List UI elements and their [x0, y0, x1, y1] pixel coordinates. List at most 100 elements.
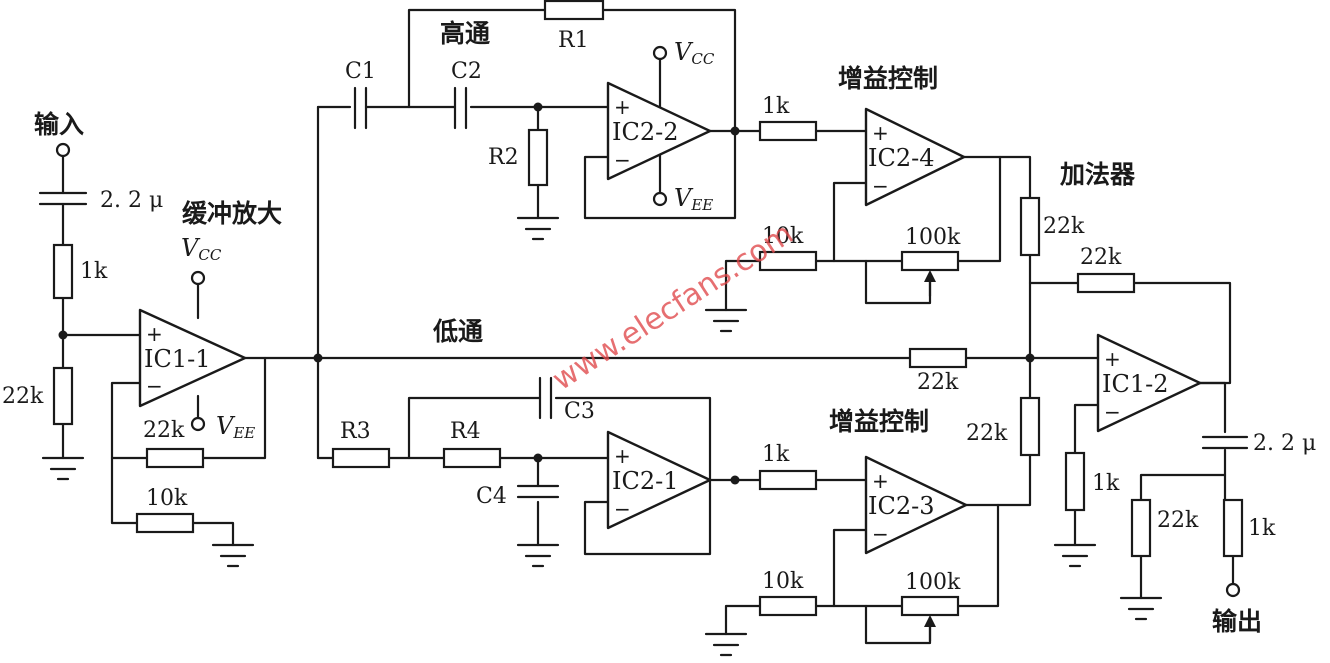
vee-label: VEE — [216, 412, 255, 442]
resistor-r2 — [527, 128, 549, 187]
capacitor-c4 — [516, 484, 560, 499]
component-label: 22k — [2, 384, 44, 409]
junction-dots — [58, 102, 1035, 485]
vcc-label: VCC — [181, 234, 222, 264]
output-terminal — [1225, 582, 1241, 598]
opamp-ic2-2: + − IC2-2 — [606, 81, 712, 181]
opamp-label: IC1-1 — [144, 345, 211, 373]
resistor-input-series — [52, 243, 74, 300]
opamp-label: IC2-4 — [868, 144, 935, 172]
junction-dot — [730, 126, 740, 136]
component-label: 1k — [762, 442, 790, 467]
component-label: 10k — [762, 569, 804, 594]
junction-dot — [533, 102, 543, 112]
resistor-input-shunt — [52, 366, 74, 426]
component-label: 22k — [1043, 214, 1085, 239]
capacitor-c2 — [453, 86, 468, 130]
resistor-gain-bottom-ground — [758, 595, 818, 617]
resistor-load-b — [1222, 498, 1244, 558]
resistor-output-ground — [1064, 451, 1086, 512]
component-label: 1k — [1092, 471, 1120, 496]
ground-symbol — [1053, 543, 1097, 568]
junction-dot — [1025, 353, 1035, 363]
component-label: C3 — [564, 399, 595, 424]
resistor-r3 — [331, 447, 391, 469]
resistor-r1 — [543, 0, 605, 21]
capacitors — [38, 86, 1249, 499]
resistor-buffer-feedback — [145, 447, 205, 469]
opamp-label: IC1-2 — [1102, 370, 1169, 398]
opamp-ic2-4: + − IC2-4 — [864, 107, 966, 207]
component-label: 1k — [80, 259, 108, 284]
adder-label: 加法器 — [1059, 160, 1136, 189]
component-label: 22k — [917, 370, 959, 395]
component-label: 10k — [146, 486, 188, 511]
opamp-ic2-3: + − IC2-3 — [864, 455, 968, 555]
ground-symbol — [516, 216, 560, 241]
junction-dot — [313, 353, 323, 363]
ground-symbol — [211, 543, 255, 568]
resistor-gain-bottom-input — [758, 469, 818, 491]
component-label: 100k — [905, 225, 961, 250]
vee-terminal — [190, 416, 206, 432]
potentiometer-bottom — [900, 595, 960, 643]
component-label: 10k — [762, 224, 804, 249]
resistor-sum-bottom — [1019, 396, 1041, 457]
input-terminal — [55, 142, 71, 158]
terminals — [55, 45, 1241, 598]
output-label: 输出 — [1212, 607, 1262, 636]
component-label: R4 — [450, 419, 481, 444]
resistor-buffer-ground — [135, 512, 195, 534]
component-label: 22k — [1080, 245, 1122, 270]
component-label: 100k — [905, 570, 961, 595]
component-label: R3 — [340, 419, 371, 444]
component-label: 22k — [966, 421, 1008, 446]
low-pass-label: 低通 — [432, 317, 483, 346]
vcc-label: VCC — [674, 38, 715, 68]
ground-symbol — [704, 632, 748, 657]
component-labels: 2. 2 μ 1k 22k 22k 10k C1 C2 R1 R2 1k 10k… — [2, 28, 1316, 595]
capacitor-c1 — [353, 86, 368, 130]
svg-text:+: + — [614, 444, 631, 468]
opamp-label: IC2-1 — [612, 467, 679, 495]
gain-control-label: 增益控制 — [829, 407, 929, 436]
svg-text:−: − — [614, 148, 631, 172]
opamp-ic1-2: + − IC1-2 — [1096, 333, 1202, 433]
gain-control-label: 增益控制 — [838, 64, 938, 93]
capacitor-c3 — [538, 376, 553, 420]
ground-symbol — [1119, 596, 1163, 621]
ground-symbol — [704, 308, 748, 333]
svg-text:−: − — [1104, 400, 1121, 424]
resistor-sum-lowpass — [908, 347, 968, 369]
capacitor-output — [1201, 435, 1249, 450]
svg-text:−: − — [872, 174, 889, 198]
vcc-terminal — [190, 270, 206, 286]
opamp-ic1-1: + − IC1-1 — [138, 308, 247, 408]
component-label: 2. 2 μ — [100, 188, 163, 213]
component-label: 22k — [1157, 508, 1199, 533]
high-pass-label: 高通 — [440, 19, 490, 48]
junction-dot — [533, 453, 543, 463]
svg-text:−: − — [872, 522, 889, 546]
component-label: 22k — [143, 418, 185, 443]
resistor-load-a — [1130, 498, 1152, 558]
svg-text:+: + — [614, 95, 631, 119]
ground-symbol — [41, 456, 85, 481]
svg-text:−: − — [146, 374, 163, 398]
opamp-ic2-1: + − IC2-1 — [606, 430, 712, 530]
svg-text:+: + — [1104, 347, 1121, 371]
vcc-terminal — [652, 45, 668, 61]
component-label: C1 — [345, 59, 376, 84]
svg-text:+: + — [872, 121, 889, 145]
resistor-r4 — [442, 447, 502, 469]
component-label: 2. 2 μ — [1253, 431, 1316, 456]
ground-symbols — [41, 216, 1163, 657]
component-label: R1 — [558, 28, 589, 53]
opamp-label: IC2-3 — [868, 492, 935, 520]
component-label: 1k — [1248, 516, 1276, 541]
vee-terminal — [652, 191, 668, 207]
section-labels: 输入 输出 缓冲放大 高通 低通 增益控制 增益控制 加法器 — [34, 19, 1262, 636]
svg-text:−: − — [614, 497, 631, 521]
